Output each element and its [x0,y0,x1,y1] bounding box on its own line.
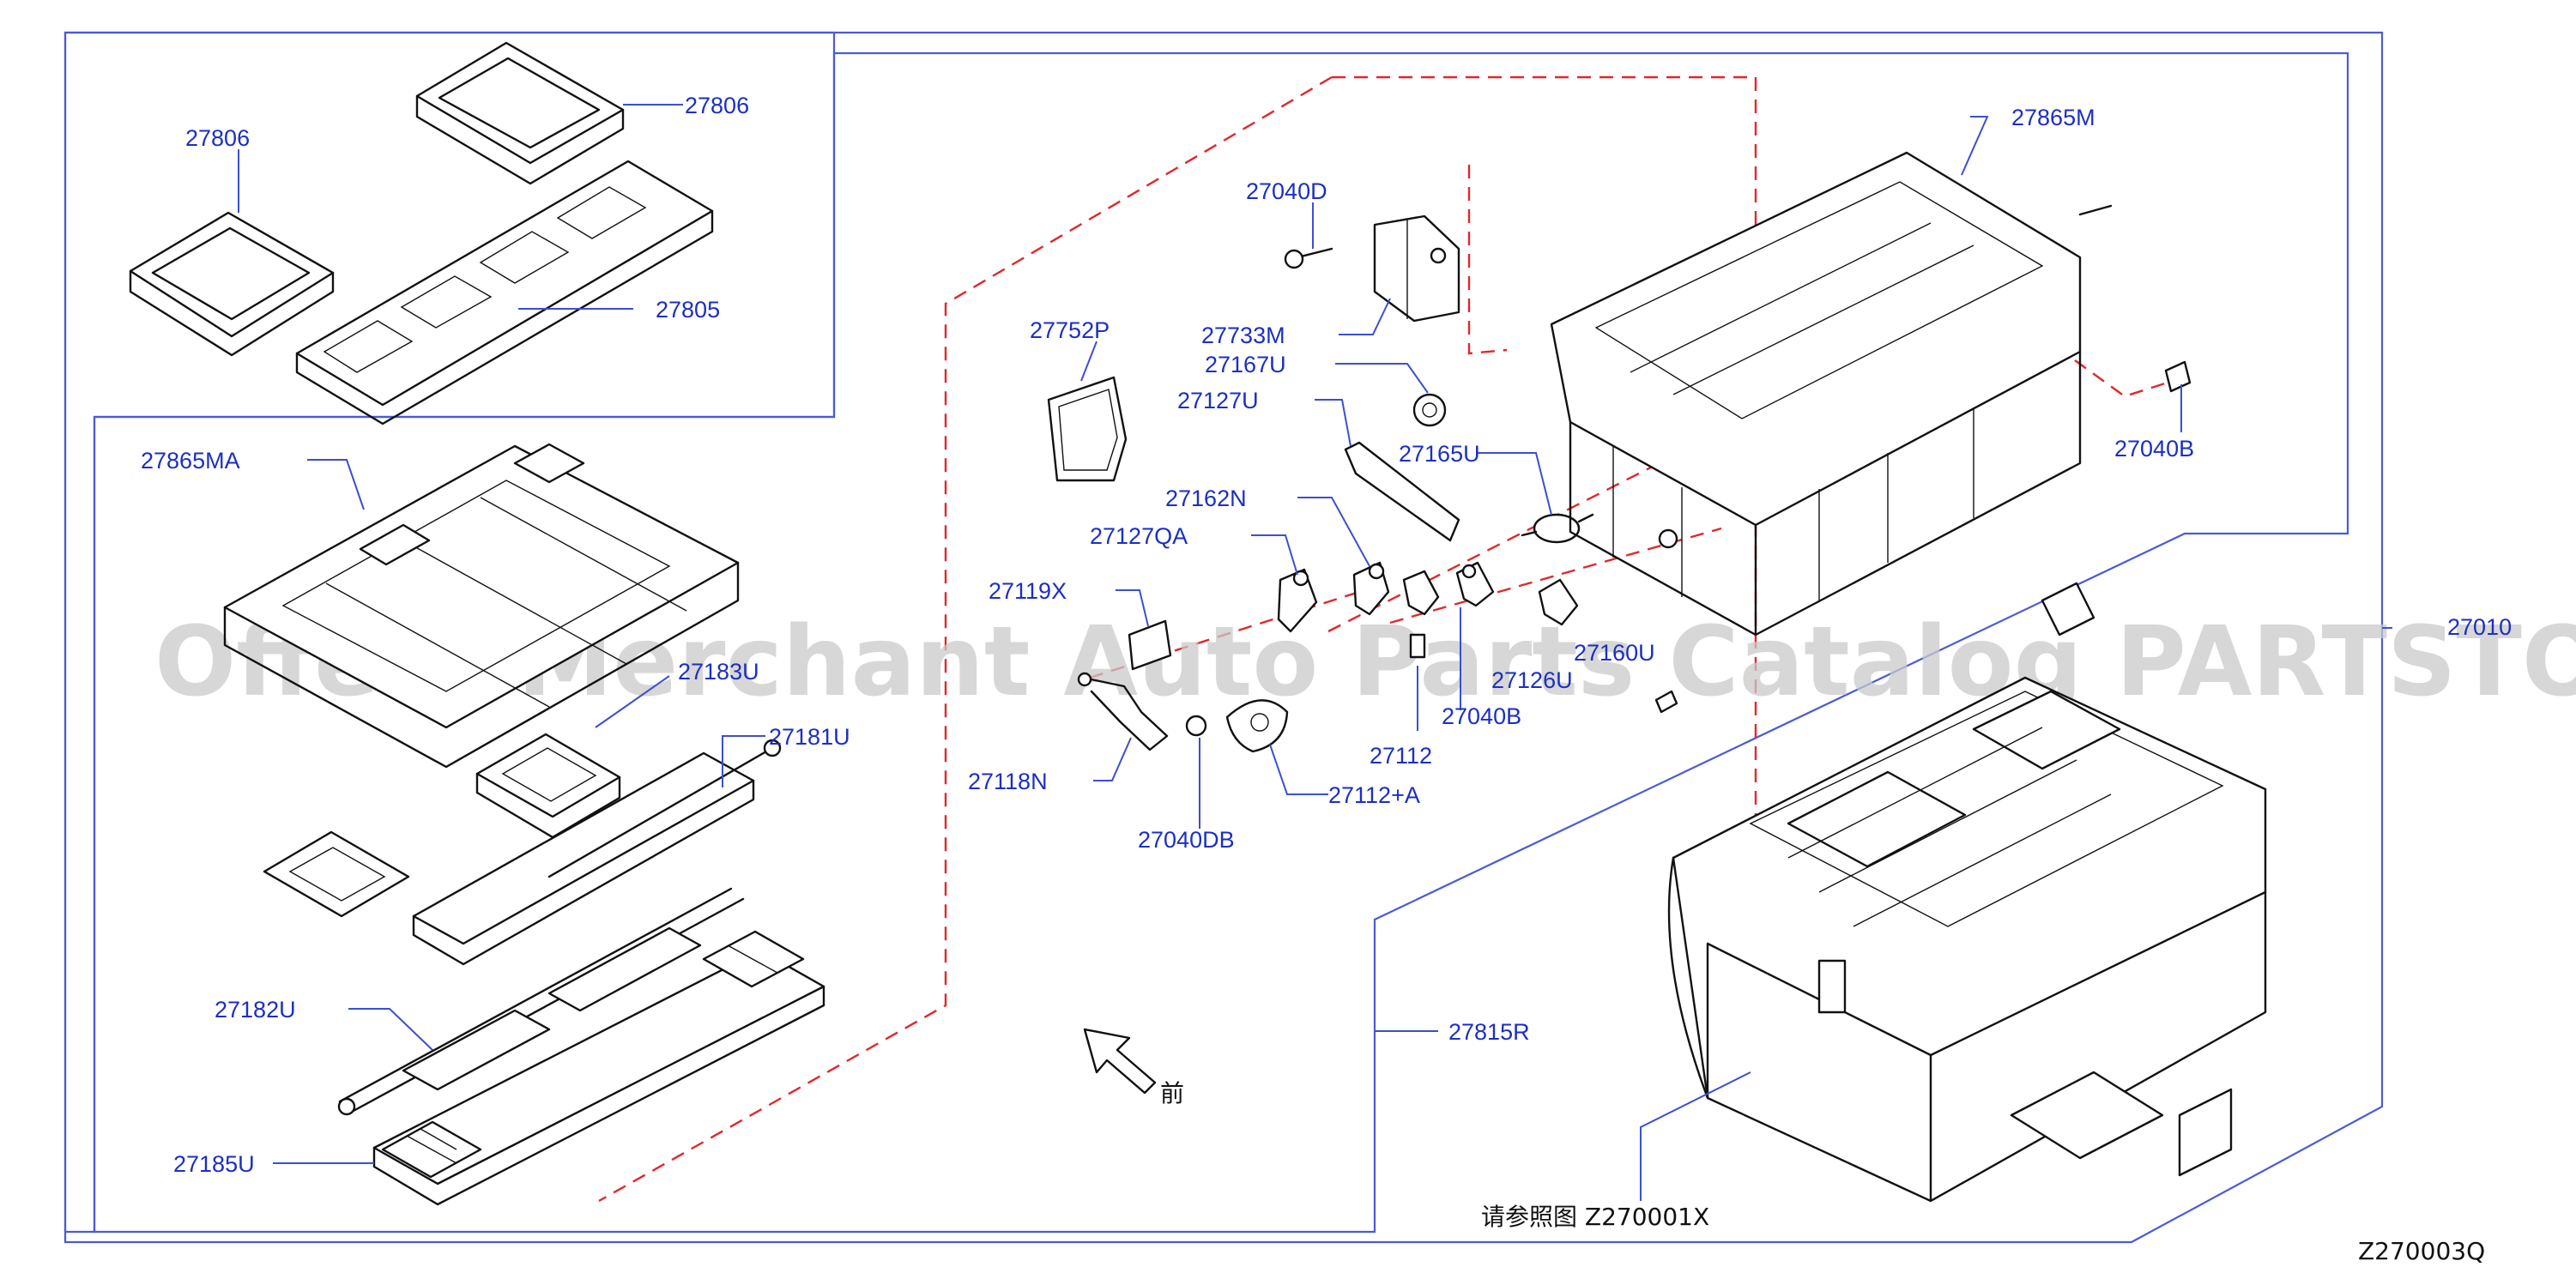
reference-note: 请参照图 Z270001X [1481,1203,1709,1231]
center-upper-panel [93,51,2349,1234]
screw-27040D [1284,247,1333,269]
motor-27752P [1047,376,1128,482]
lever-27165U [1521,513,1594,544]
label-27119X: 27119X [989,578,1067,604]
link-27127U [1344,441,1460,542]
case-27865M [1550,151,2113,636]
label-27127QA: 27127QA [1090,523,1188,549]
rod-27118N [1077,672,1169,751]
label-27162N: 27162N [1165,486,1247,511]
label-27805: 27805 [656,297,720,323]
assembly-dash-outline [598,75,1333,1203]
clip-27040B-right [2164,360,2192,393]
label-27127U: 27127U [1177,388,1259,413]
label-27126U: 27126U [1491,667,1573,693]
link-27112 [1402,570,1440,659]
actuator-dash [1467,165,1508,355]
label-27185U: 27185U [173,1151,255,1177]
label-27118N: 27118N [968,769,1048,794]
leader-lines [238,104,2392,1201]
label-27865M: 27865M [2011,105,2095,130]
assembly-dash-left [1332,75,1757,1047]
label-27183U: 27183U [678,659,759,685]
link-dash-2 [1389,527,1722,624]
label-27112: 27112 [1370,743,1432,769]
label-27167U: 27167U [1205,352,1286,377]
door-27181U [263,739,782,966]
gear-27167U [1412,393,1447,427]
clip-dash [2074,359,2168,398]
label-27040DB: 27040DB [1138,827,1235,853]
filter-frame-27806-right [415,41,625,185]
door-27185U [372,930,825,1206]
link-dash-1 [1327,424,1734,633]
label-27806-left: 27806 [185,125,250,151]
washer-27040DB [1185,715,1207,737]
clip-27040B-mid [1654,690,1678,714]
label-27806-right: 27806 [685,93,749,118]
door-27182U [337,887,745,1116]
lever-27126U [1455,561,1495,607]
lever-27160U [1538,578,1579,626]
actuator-27733M [1373,214,1460,323]
label-27182U: 27182U [215,997,296,1023]
front-arrow-icon [1083,1028,1157,1095]
bracket-27119X [1128,619,1172,671]
label-27733M: 27733M [1201,323,1285,348]
label-27010: 27010 [2447,614,2512,640]
label-27752P: 27752P [1030,317,1110,343]
label-27040B-mid: 27040B [1442,703,1521,729]
hvac-assembly-27010 [1667,582,2267,1203]
lever-27162N [1352,561,1390,616]
filter-27805 [295,160,714,425]
filter-frame-27806-left [129,211,335,357]
label-27181U: 27181U [769,724,850,750]
front-label: 前 [1160,1079,1184,1107]
diagram-code: Z270003Q [2358,1237,2485,1265]
frame-27865MA [223,443,740,769]
label-27865MA: 27865MA [141,448,240,474]
label-27040D: 27040D [1246,178,1327,204]
label-27040B-right: 27040B [2114,436,2194,462]
label-27160U: 27160U [1574,640,1655,666]
cam-27112A [1225,699,1289,753]
label-27815R: 27815R [1448,1019,1530,1045]
label-27165U: 27165U [1399,441,1480,467]
label-27112A: 27112+A [1328,782,1420,808]
